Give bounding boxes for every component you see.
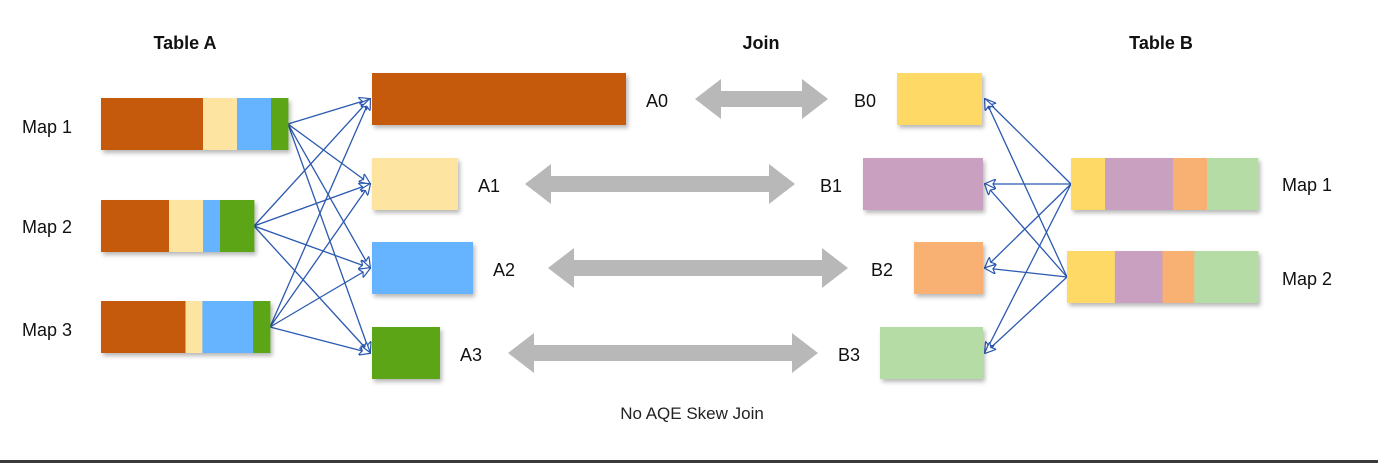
shuffle-arrow-a-map1-to-a3 (287, 123, 370, 353)
shuffle-arrow-b-map2-to-b0 (985, 99, 1068, 278)
table-a-map-3-segment-p0 (101, 301, 186, 353)
table-b-map-2-label: Map 2 (1282, 269, 1332, 289)
partition-b2-label: B2 (871, 260, 893, 280)
join-header: Join (742, 33, 779, 53)
table-a-map-1-label: Map 1 (22, 117, 72, 137)
table-b-map-2-segment-q0 (1067, 251, 1116, 303)
table-a-map-3: Map 3 (22, 301, 271, 353)
join-arrow-a1-b1 (525, 164, 795, 204)
table-b-map-2-segment-q1 (1114, 251, 1163, 303)
partition-a0-label: A0 (646, 91, 668, 111)
shuffle-arrows (253, 99, 1072, 353)
join-arrow-a3-b3 (508, 333, 818, 373)
partition-a3-label: A3 (460, 345, 482, 365)
join-arrow-a2-b2 (548, 248, 848, 288)
table-a-map-3-segment-p3 (253, 301, 271, 353)
table-a-map-1-segment-p0 (101, 98, 204, 150)
table-b-map-1-segment-q2 (1173, 158, 1208, 210)
partition-a1-label: A1 (478, 176, 500, 196)
shuffle-arrow-a-map1-to-a0 (287, 99, 370, 125)
bottom-border (0, 460, 1378, 463)
table-a-map-2-label: Map 2 (22, 217, 72, 237)
table-b-map-1: Map 1 (1071, 158, 1332, 210)
shuffle-arrow-b-map2-to-b3 (985, 276, 1068, 353)
shuffle-arrow-b-map2-to-b2 (985, 268, 1068, 278)
shuffle-arrow-a-map2-to-a2 (253, 225, 370, 268)
table-b-map-2-segment-q3 (1194, 251, 1259, 303)
table-b-map-1-segment-q1 (1105, 158, 1174, 210)
partition-b0-label: B0 (854, 91, 876, 111)
table-a-map-2-segment-p1 (169, 200, 204, 252)
partition-b0 (897, 73, 982, 125)
table-a-map-1: Map 1 (22, 98, 289, 150)
table-a-map-2-segment-p3 (220, 200, 255, 252)
partition-a0 (372, 73, 626, 125)
table-a-map-1-segment-p2 (237, 98, 272, 150)
partition-b3-label: B3 (838, 345, 860, 365)
table-b-map-1-segment-q0 (1071, 158, 1106, 210)
shuffle-arrow-b-map2-to-b1 (985, 184, 1068, 278)
shuffle-arrow-a-map2-to-a0 (253, 99, 370, 227)
table-b-map-1-segment-q3 (1207, 158, 1259, 210)
partition-b3 (880, 327, 983, 379)
table-a-map-2-segment-p2 (203, 200, 221, 252)
table-a-map-3-label: Map 3 (22, 320, 72, 340)
table-b-map-2: Map 2 (1067, 251, 1332, 303)
table-a-map-2-segment-p0 (101, 200, 170, 252)
shuffle-arrow-a-map3-to-a3 (269, 326, 370, 353)
partition-a2-label: A2 (493, 260, 515, 280)
join-arrow-a0-b0 (695, 79, 828, 119)
diagram-caption: No AQE Skew Join (620, 404, 764, 423)
shuffle-arrow-b-map1-to-b0 (985, 99, 1072, 185)
shuffle-arrow-a-map1-to-a2 (287, 123, 370, 268)
shuffle-arrow-a-map2-to-a1 (253, 184, 370, 227)
join-arrows (508, 79, 848, 373)
partition-b1-label: B1 (820, 176, 842, 196)
table-a-map-1-segment-p3 (271, 98, 289, 150)
partition-a1 (372, 158, 458, 210)
shuffle-arrow-a-map2-to-a3 (253, 225, 370, 353)
table-a-map-3-segment-p2 (202, 301, 254, 353)
shuffle-arrow-b-map1-to-b2 (985, 183, 1072, 268)
partition-b1 (863, 158, 983, 210)
partition-a3 (372, 327, 440, 379)
table-b-map-2-segment-q2 (1162, 251, 1195, 303)
partition-b2 (914, 242, 983, 294)
shuffle-arrow-a-map3-to-a1 (269, 184, 370, 328)
shuffle-arrow-a-map3-to-a0 (269, 99, 370, 328)
table-a-map-2: Map 2 (22, 200, 255, 252)
shuffle-arrow-a-map3-to-a2 (269, 268, 370, 328)
table-a-header: Table A (153, 33, 216, 53)
shuffle-arrow-b-map1-to-b3 (985, 183, 1072, 353)
shuffle-arrow-a-map1-to-a1 (287, 123, 370, 184)
table-a-map-1-segment-p1 (203, 98, 238, 150)
table-b-map-1-label: Map 1 (1282, 175, 1332, 195)
table-b-header: Table B (1129, 33, 1193, 53)
table-a-map-3-segment-p1 (185, 301, 203, 353)
partition-a2 (372, 242, 473, 294)
